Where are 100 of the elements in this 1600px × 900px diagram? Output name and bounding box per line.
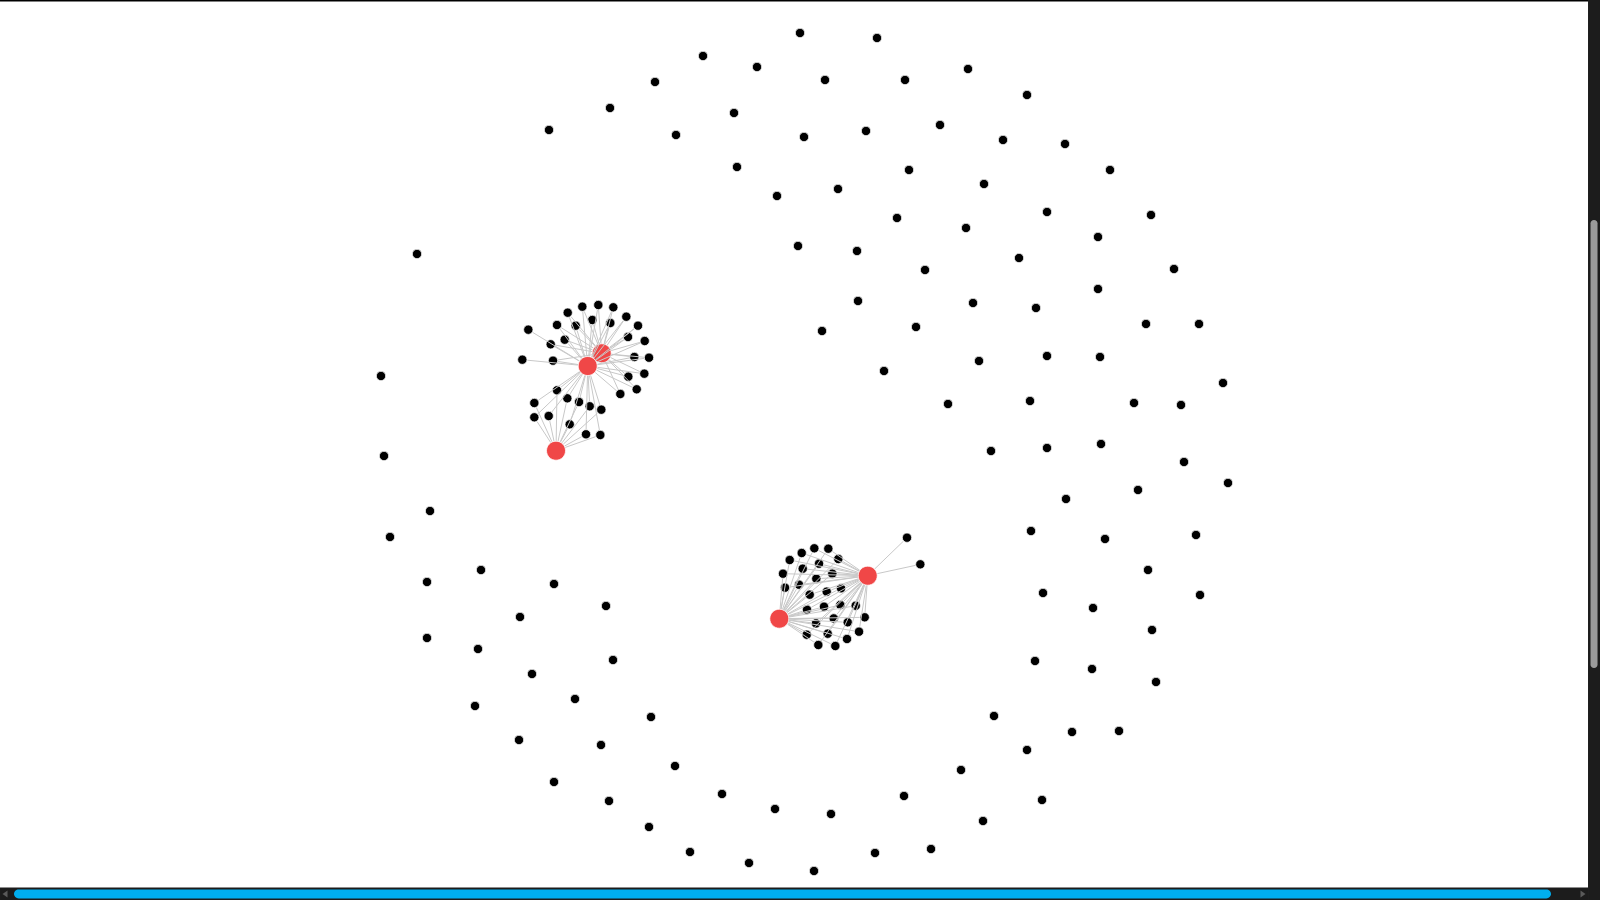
network-node bbox=[751, 61, 763, 73]
connector-line bbox=[560, 428, 568, 443]
network-node bbox=[384, 531, 396, 543]
connector-line bbox=[809, 582, 862, 632]
network-node bbox=[960, 222, 972, 234]
network-node bbox=[1013, 252, 1025, 264]
network-node bbox=[1059, 138, 1071, 150]
network-node bbox=[1024, 395, 1036, 407]
connector-line bbox=[526, 359, 579, 366]
connector-line bbox=[569, 373, 583, 395]
network-node bbox=[833, 553, 844, 565]
connector-line bbox=[603, 311, 613, 345]
network-node bbox=[517, 354, 528, 365]
connector-line bbox=[786, 576, 829, 613]
connector-line bbox=[559, 406, 578, 443]
network-node bbox=[595, 739, 607, 751]
connector-line bbox=[597, 366, 640, 374]
connector-line bbox=[827, 580, 861, 605]
network-node bbox=[1194, 589, 1206, 601]
connector-line bbox=[569, 316, 585, 358]
network-node bbox=[513, 734, 525, 746]
network-node bbox=[562, 307, 573, 318]
connector-line bbox=[596, 357, 630, 365]
network-node bbox=[810, 618, 822, 629]
network-node bbox=[901, 532, 913, 543]
network-node bbox=[1132, 484, 1144, 496]
connector-line bbox=[570, 374, 586, 420]
connector-line bbox=[555, 394, 558, 442]
network-node bbox=[801, 629, 812, 640]
connector-line bbox=[537, 372, 582, 415]
connector-line bbox=[557, 360, 579, 365]
network-node bbox=[551, 319, 563, 331]
connector-line bbox=[591, 326, 609, 358]
network-node bbox=[587, 314, 598, 326]
network-node bbox=[608, 302, 619, 313]
network-node bbox=[903, 164, 915, 176]
network-node bbox=[743, 857, 755, 869]
network-node bbox=[631, 384, 642, 395]
connector-line bbox=[783, 572, 802, 611]
network-node bbox=[967, 297, 979, 309]
connector-line bbox=[818, 550, 860, 572]
network-node bbox=[469, 700, 481, 712]
connector-line bbox=[596, 369, 633, 388]
connector-line bbox=[831, 551, 861, 571]
network-node bbox=[973, 355, 985, 367]
network-node bbox=[472, 643, 484, 655]
network-node bbox=[645, 711, 657, 723]
connector-line bbox=[842, 561, 860, 572]
connector-line bbox=[551, 373, 583, 413]
connector-line bbox=[788, 606, 852, 618]
network-node bbox=[573, 396, 585, 408]
network-node bbox=[543, 124, 555, 136]
connector-line bbox=[562, 412, 599, 445]
connector-line bbox=[783, 588, 797, 611]
connector-line bbox=[788, 618, 844, 623]
network-node bbox=[378, 450, 390, 462]
network-node bbox=[622, 331, 634, 343]
network-node bbox=[915, 559, 926, 570]
network-node bbox=[529, 397, 540, 409]
network-node bbox=[1128, 397, 1140, 409]
network-node bbox=[821, 586, 832, 597]
connector-line bbox=[836, 584, 865, 642]
connector-line bbox=[608, 359, 625, 374]
network-node bbox=[811, 573, 822, 584]
connector-line bbox=[787, 623, 815, 643]
network-node bbox=[1113, 725, 1125, 737]
network-node bbox=[1029, 655, 1041, 667]
network-node bbox=[603, 795, 615, 807]
network-node bbox=[632, 320, 644, 331]
network-node bbox=[891, 212, 903, 224]
network-node bbox=[1222, 477, 1234, 489]
network-node bbox=[825, 808, 837, 820]
network-node bbox=[822, 628, 833, 639]
network-node bbox=[529, 412, 540, 423]
connector-line bbox=[597, 357, 645, 366]
network-node bbox=[421, 632, 433, 644]
network-node bbox=[559, 334, 570, 345]
connector-line bbox=[788, 605, 836, 618]
network-node bbox=[1037, 587, 1049, 599]
network-node bbox=[1175, 399, 1187, 411]
connector-line bbox=[819, 581, 861, 621]
network-node bbox=[604, 102, 616, 114]
network-node bbox=[569, 693, 581, 705]
connector-line bbox=[611, 353, 645, 358]
connector-line bbox=[594, 371, 617, 392]
connector-line bbox=[591, 311, 612, 358]
network-node bbox=[1030, 302, 1042, 314]
network-node bbox=[808, 865, 820, 877]
connector-line bbox=[535, 407, 553, 443]
connector-line bbox=[560, 371, 581, 388]
network-node bbox=[514, 611, 526, 623]
network-node bbox=[860, 125, 872, 137]
network-node bbox=[526, 668, 538, 680]
network-node bbox=[830, 640, 841, 652]
network-node bbox=[859, 612, 870, 623]
network-node bbox=[1041, 206, 1053, 218]
network-node bbox=[1021, 89, 1033, 101]
network-node bbox=[593, 299, 604, 311]
network-node bbox=[801, 604, 813, 615]
network-node bbox=[600, 600, 612, 612]
